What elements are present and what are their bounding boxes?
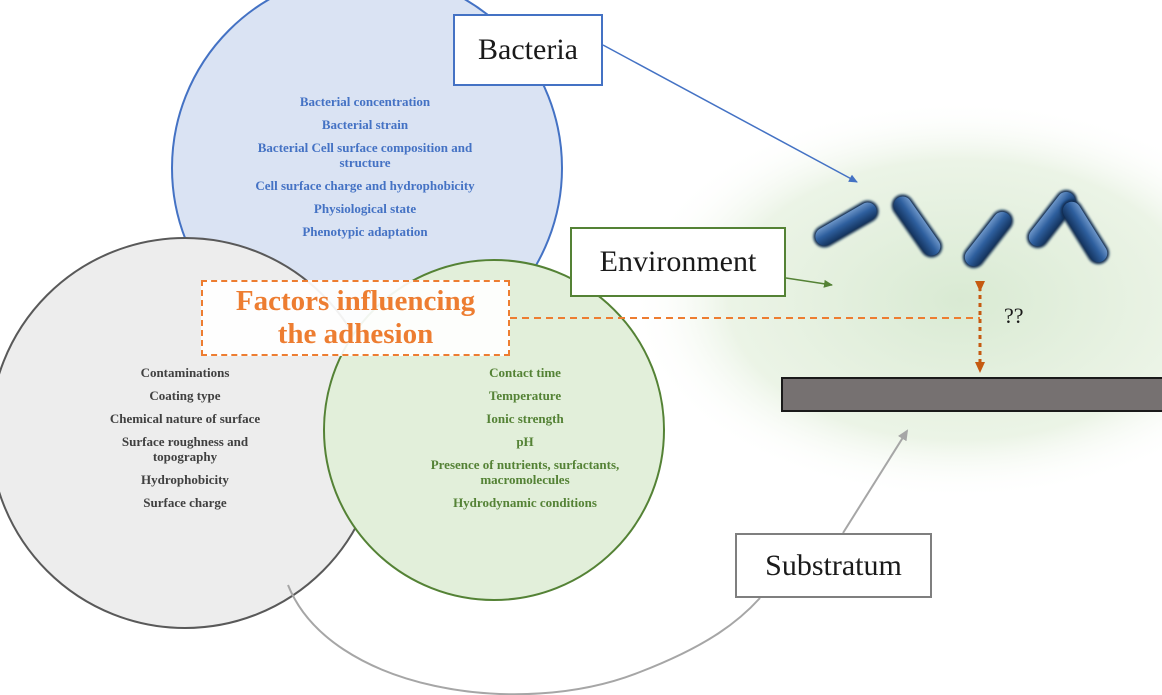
environment-label: Environment — [599, 245, 757, 278]
substratum-curve — [287, 584, 761, 695]
list-item: Hydrodynamic conditions — [453, 495, 597, 510]
list-item: Contact time — [489, 365, 561, 380]
bacterium-icon — [813, 200, 879, 248]
factors-title-box: Factors influencing the adhesion — [201, 280, 510, 356]
list-item: Physiological state — [313, 201, 417, 216]
list-item: Cell surface charge and hydrophobicity — [255, 178, 475, 193]
list-item: Coating type — [149, 388, 221, 403]
environment-glow — [630, 100, 1162, 500]
bacterium-icon — [962, 209, 1014, 269]
bacterium-icon — [1060, 199, 1110, 265]
substratum-arrow — [842, 429, 909, 534]
substrate-factors-list: Contaminations Coating type Chemical nat… — [60, 365, 310, 518]
unknown-distance-label: ?? — [1004, 303, 1024, 328]
list-item: Temperature — [488, 388, 562, 403]
list-item: Bacterial concentration — [299, 94, 431, 109]
bacteria-arrow — [602, 44, 858, 183]
list-item: Contaminations — [140, 365, 230, 380]
bacteria-label-box: Bacteria — [453, 14, 603, 86]
list-item: pH — [516, 434, 534, 449]
substratum-label: Substratum — [765, 548, 902, 582]
list-item: Surface roughness and topography — [121, 434, 249, 464]
list-item: Hydrophobicity — [141, 472, 229, 487]
environment-label-box: Environment — [570, 227, 786, 297]
substratum-label-box: Substratum — [735, 533, 932, 598]
list-item: Surface charge — [143, 495, 227, 510]
factors-title: Factors influencing the adhesion — [235, 285, 476, 350]
bacteria-label: Bacteria — [478, 33, 578, 66]
list-item: Ionic strength — [486, 411, 564, 426]
substratum-bar — [781, 377, 1162, 412]
list-item: Chemical nature of surface — [109, 411, 261, 426]
list-item: Phenotypic adaptation — [302, 224, 428, 239]
bacteria-factors-list: Bacterial concentration Bacterial strain… — [215, 94, 515, 247]
list-item: Bacterial strain — [321, 117, 409, 132]
environment-factors-list: Contact time Temperature Ionic strength … — [400, 365, 650, 518]
bacterium-icon — [891, 194, 943, 258]
environment-arrow — [785, 277, 833, 288]
list-item: Bacterial Cell surface composition and s… — [257, 140, 473, 170]
list-item: Presence of nutrients, surfactants, macr… — [430, 457, 620, 487]
